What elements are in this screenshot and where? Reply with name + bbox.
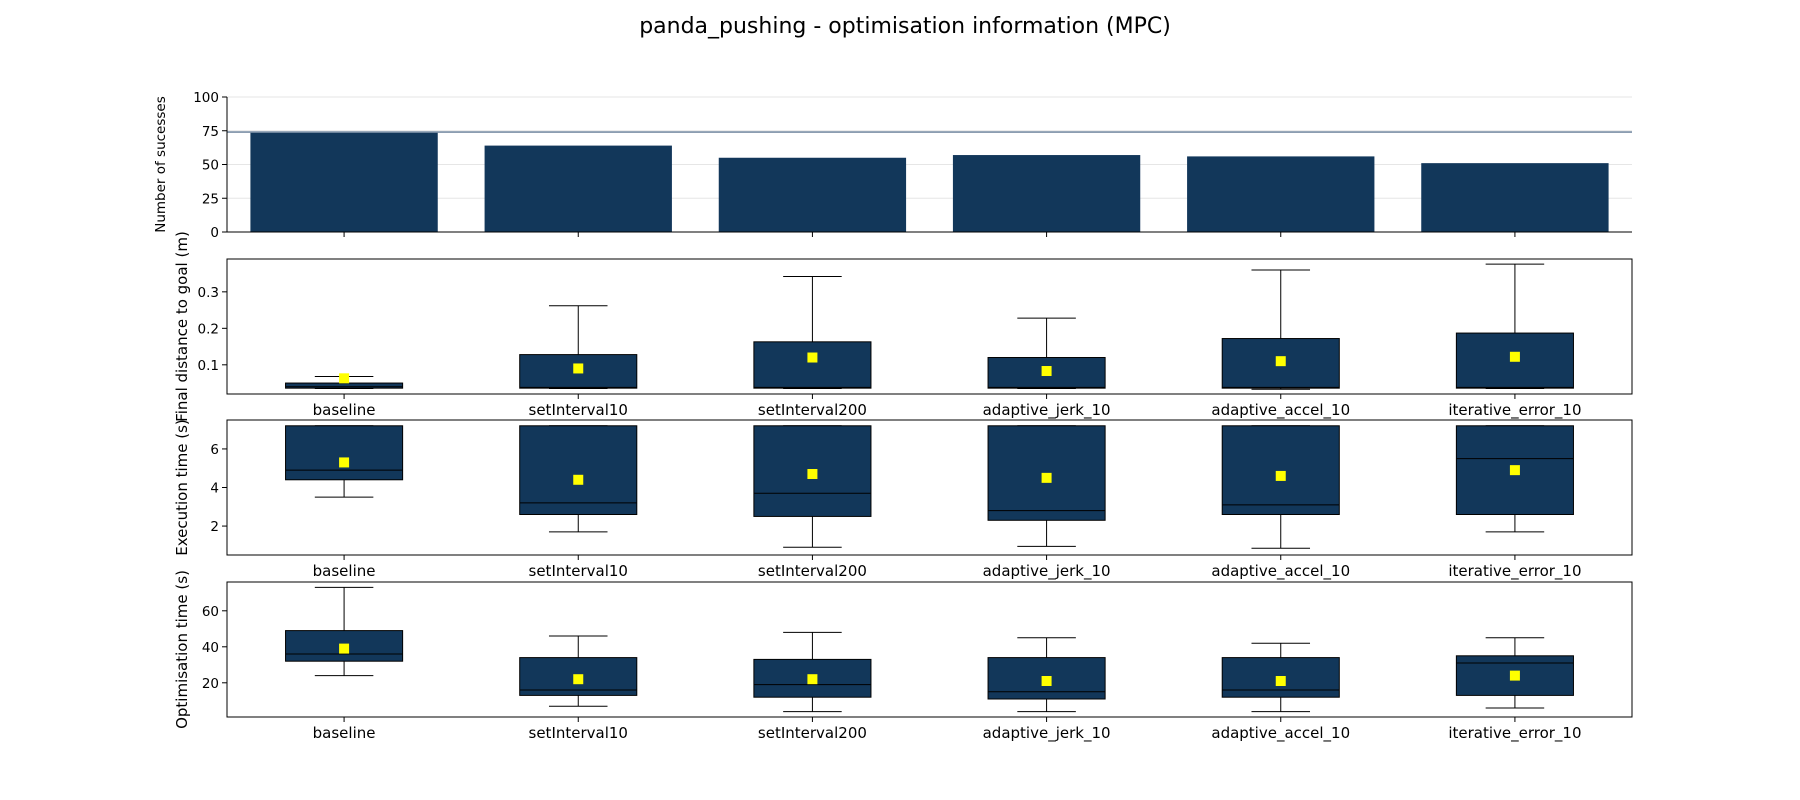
box-adaptive_jerk_10 [987, 317, 1106, 390]
x-tick-label: setInterval200 [758, 724, 867, 742]
mean-marker [807, 352, 818, 363]
mean-marker [1041, 366, 1052, 377]
box-setInterval200 [753, 631, 872, 713]
y-tick-label: 60 [202, 604, 219, 620]
y-axis-label: Final distance to goal (m) [173, 231, 191, 422]
axes-frame [226, 258, 1633, 395]
x-tick-label: setInterval10 [529, 724, 628, 742]
mean-marker [339, 643, 350, 654]
x-tick-label: adaptive_accel_10 [1211, 724, 1350, 743]
subplot-3: baseline setInterval10 setInterval200 adapt… [173, 419, 1633, 581]
mean-marker [1509, 351, 1520, 362]
box-adaptive_accel_10 [1221, 269, 1340, 390]
mean-marker [1041, 472, 1052, 483]
box-body [1221, 425, 1340, 515]
box-adaptive_jerk_10 [987, 637, 1106, 713]
y-tick-label: 100 [193, 90, 219, 106]
mean-marker [1509, 670, 1520, 681]
x-tick-label: adaptive_jerk_10 [983, 724, 1111, 743]
box-adaptive_jerk_10 [987, 425, 1106, 547]
y-tick-label: 50 [202, 158, 219, 174]
mean-marker [573, 674, 584, 685]
x-tick-label: baseline [313, 724, 376, 742]
y-tick-label: 75 [202, 124, 219, 140]
y-tick-label: 0.3 [198, 285, 219, 301]
box-setInterval200 [753, 276, 872, 390]
x-tick-label: iterative_error_10 [1448, 562, 1581, 581]
box-setInterval10 [519, 305, 638, 390]
mean-marker [1275, 676, 1286, 686]
x-tick-label: baseline [313, 401, 376, 419]
mean-marker [1041, 676, 1052, 686]
box-setInterval10 [519, 425, 638, 533]
x-tick-label: setInterval200 [758, 562, 867, 580]
x-tick-label: setInterval200 [758, 401, 867, 419]
mean-marker [807, 674, 818, 685]
y-tick-label: 40 [202, 640, 219, 656]
mean-marker [339, 373, 350, 384]
bar-adaptive_accel_10 [1187, 156, 1375, 232]
mean-marker [1275, 356, 1286, 367]
y-axis-label: Optimisation time (s) [173, 570, 191, 729]
mean-marker [1275, 470, 1286, 481]
x-tick-label: adaptive_accel_10 [1211, 562, 1350, 581]
axes-frame [226, 419, 1633, 556]
mean-marker [573, 363, 584, 374]
box-setInterval200 [753, 425, 872, 548]
y-tick-label: 0.2 [198, 321, 219, 337]
box-body [285, 425, 404, 481]
y-tick-label: 6 [210, 442, 219, 458]
bar-setInterval200 [718, 157, 907, 232]
box-baseline [285, 373, 404, 390]
axes-frame [226, 581, 1633, 718]
x-tick-label: baseline [313, 562, 376, 580]
box-iterative_error_10 [1455, 263, 1574, 390]
box-iterative_error_10 [1455, 637, 1574, 709]
y-tick-label: 20 [202, 676, 219, 692]
figure-title: panda_pushing - optimisation information… [639, 14, 1171, 39]
x-tick-label: iterative_error_10 [1448, 724, 1581, 743]
box-baseline [285, 586, 404, 677]
mean-marker [573, 474, 584, 485]
box-body [753, 341, 872, 389]
subplots: 0 25 50 75 100 Number of sucesses baseline setI… [153, 90, 1633, 743]
x-tick-label: adaptive_jerk_10 [983, 562, 1111, 581]
box-setInterval10 [519, 635, 638, 707]
box-body [519, 425, 638, 515]
mean-marker [1509, 465, 1520, 476]
y-tick-label: 25 [202, 191, 219, 207]
y-axis-label: Execution time (s) [173, 419, 191, 556]
box-body [285, 382, 404, 389]
bar-setInterval10 [484, 145, 672, 232]
x-tick-label: iterative_error_10 [1448, 401, 1581, 420]
mean-marker [807, 469, 818, 479]
bar-adaptive_jerk_10 [952, 155, 1141, 232]
mean-marker [339, 457, 350, 468]
bar-baseline [250, 132, 438, 232]
y-tick-label: 0 [210, 225, 219, 241]
y-tick-label: 4 [210, 481, 219, 497]
y-axis-label: Number of sucesses [153, 96, 169, 233]
y-tick-label: 0.1 [198, 358, 219, 374]
box-adaptive_accel_10 [1221, 642, 1340, 713]
subplot-2: baseline setInterval10 setInterval200 adapt… [173, 231, 1633, 422]
bar-iterative_error_10 [1421, 163, 1609, 232]
x-tick-label: adaptive_accel_10 [1211, 401, 1350, 420]
box-iterative_error_10 [1455, 425, 1574, 533]
subplot-4: baseline setInterval10 setInterval200 adapt… [173, 570, 1633, 743]
box-adaptive_accel_10 [1221, 425, 1340, 549]
box-body [753, 658, 872, 698]
y-tick-label: 2 [210, 519, 219, 535]
x-tick-label: setInterval10 [529, 562, 628, 580]
x-tick-label: setInterval10 [529, 401, 628, 419]
box-baseline [285, 425, 404, 498]
x-tick-label: adaptive_jerk_10 [983, 401, 1111, 420]
subplot-1: 0 25 50 75 100 Number of sucesses [153, 90, 1632, 241]
